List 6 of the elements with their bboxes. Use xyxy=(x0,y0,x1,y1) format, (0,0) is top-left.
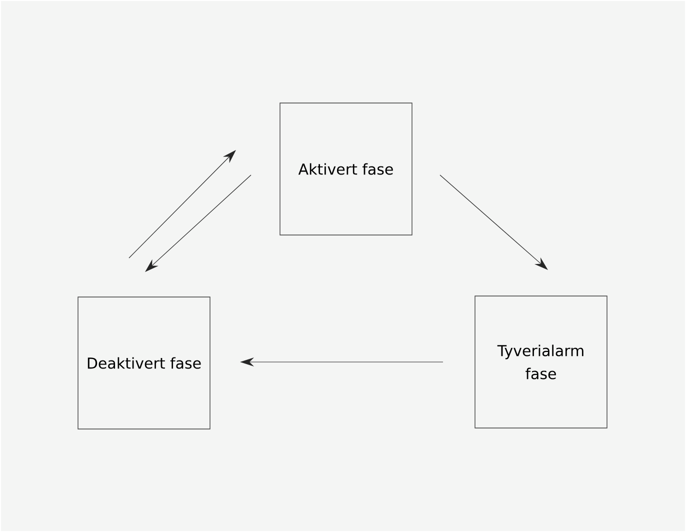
arrow xyxy=(440,174,548,270)
state-box: Aktivert fase xyxy=(280,102,412,236)
state-box: Tyverialarm fase xyxy=(474,296,608,428)
state-box: Deaktivert fase xyxy=(78,296,210,430)
arrow xyxy=(145,174,252,272)
arrow xyxy=(128,150,236,258)
